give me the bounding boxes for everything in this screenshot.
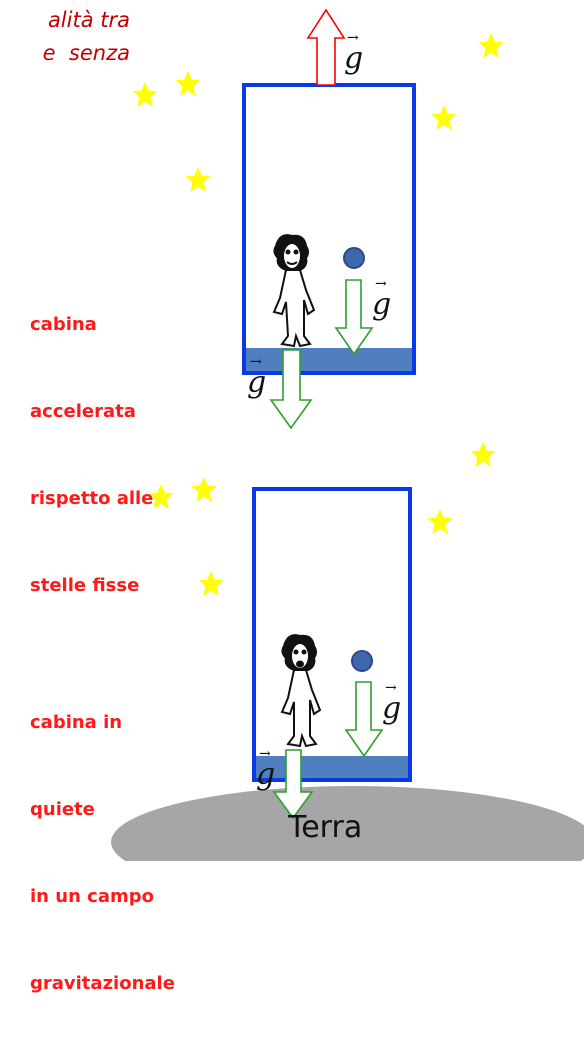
star — [175, 71, 201, 96]
ball — [351, 650, 373, 672]
upper-cabin-label: cabina accelerata rispetto alle stelle f… — [30, 252, 153, 658]
cabin-walls — [252, 487, 412, 782]
gravity-arrow-below — [272, 749, 314, 820]
ground-earth — [111, 786, 584, 861]
star — [427, 509, 453, 534]
star — [185, 167, 211, 192]
gravity-arrow-below — [269, 349, 313, 430]
star — [148, 484, 174, 509]
label-line: in un campo — [30, 886, 154, 907]
star — [132, 82, 158, 107]
upper-cabin — [242, 8, 416, 430]
star — [191, 477, 217, 502]
lower-cabin-label: cabina in quiete in un campo gravitazion… — [30, 650, 175, 1056]
star — [470, 442, 496, 467]
vector-g-label: →g — [247, 354, 267, 400]
ball — [343, 247, 365, 269]
cabin-floor — [254, 756, 410, 780]
person-figure — [272, 234, 316, 348]
label-line: gravitazionale — [30, 973, 175, 994]
label-line: cabina — [30, 314, 97, 335]
label-line: accelerata — [30, 401, 136, 422]
ball-gravity-arrow — [334, 279, 374, 356]
diagram-canvas — [111, 8, 584, 861]
cabin-walls — [242, 83, 416, 375]
label-line: cabina in — [30, 712, 123, 733]
person-figure — [280, 634, 322, 748]
diagram: alità tra e senza — [30, 8, 584, 994]
star — [198, 571, 224, 596]
star — [431, 105, 457, 130]
label-line: stelle fisse — [30, 575, 140, 596]
label-line: rispetto alle — [30, 488, 154, 509]
ground-label: Terra — [288, 810, 363, 845]
stars — [132, 33, 504, 596]
label-line: quiete — [30, 799, 95, 820]
acceleration-arrow-up — [306, 8, 346, 86]
vector-g-label: →g — [382, 680, 402, 726]
lower-cabin — [252, 487, 412, 820]
vector-g-label: →g — [256, 746, 276, 792]
cabin-floor — [244, 348, 414, 373]
vector-g-label: →g — [372, 276, 392, 322]
top-partial-text: alità tra e senza — [42, 8, 130, 65]
star — [478, 33, 504, 58]
ball-gravity-arrow — [344, 681, 384, 758]
vector-g-label: →g — [344, 30, 364, 76]
